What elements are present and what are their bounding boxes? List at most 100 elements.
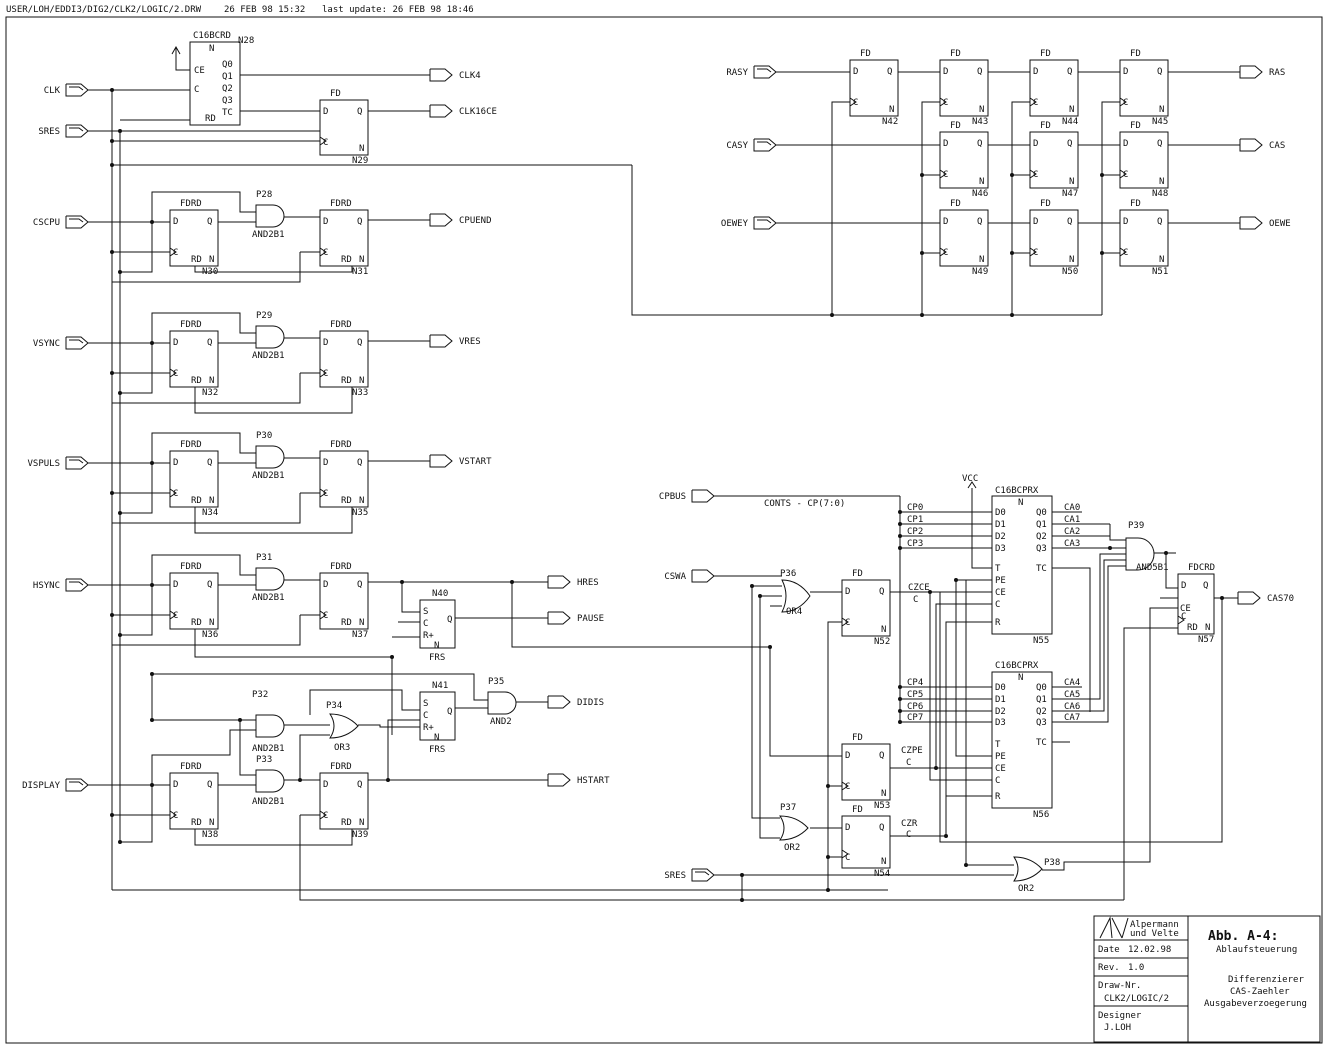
svg-text:Q: Q [977,139,982,149]
svg-text:CP0: CP0 [907,503,923,513]
n55-pins: C16BCPRX N N55 D0 D1 D2 D3 T PE CE C R Q… [995,486,1049,646]
svg-text:PE: PE [995,752,1006,762]
svg-text:N31: N31 [352,267,368,277]
svg-text:AND2B1: AND2B1 [252,797,285,807]
frs-n40 [419,599,456,649]
svg-text:OR2: OR2 [1018,884,1034,894]
svg-text:N: N [209,44,214,54]
ff-n49 [939,209,989,267]
svg-text:CLK: CLK [44,86,61,96]
svg-text:C: C [173,489,178,499]
svg-text:CP5: CP5 [907,690,923,700]
svg-text:P38: P38 [1044,858,1060,868]
bus-label: CONTS - CP(7:0) [764,499,845,509]
svg-text:PE: PE [995,576,1006,586]
svg-text:D: D [845,751,850,761]
svg-text:RD: RD [341,818,352,828]
svg-text:N47: N47 [1062,189,1078,199]
svg-text:D: D [173,338,178,348]
svg-text:OR3: OR3 [334,743,350,753]
port-out-clk4: CLK4 [429,68,481,82]
svg-text:N34: N34 [202,508,218,518]
svg-text:N: N [1069,177,1074,187]
svg-text:FD: FD [852,569,863,579]
svg-text:D: D [173,458,178,468]
svg-text:C: C [943,98,948,108]
svg-text:HSTART: HSTART [577,776,610,786]
svg-text:C: C [1123,248,1128,258]
svg-text:Q: Q [879,587,884,597]
svg-text:FD: FD [852,733,863,743]
ff-n46 [939,131,989,189]
svg-text:HRES: HRES [577,578,599,588]
svg-text:Q0: Q0 [1036,508,1047,518]
port-out-pause: PAUSE [547,611,604,625]
svg-text:N: N [979,177,984,187]
svg-text:P33: P33 [256,755,272,765]
ff-n38 [169,772,219,830]
svg-text:N: N [1159,177,1164,187]
svg-text:D0: D0 [995,508,1006,518]
svg-text:Q1: Q1 [1036,520,1047,530]
svg-text:D: D [173,580,178,590]
svg-text:FD: FD [950,199,961,209]
svg-text:N: N [881,857,886,867]
svg-text:CSCPU: CSCPU [33,218,60,228]
svg-text:N53: N53 [874,801,890,811]
svg-text:Q: Q [357,580,362,590]
svg-text:FRS: FRS [429,653,445,663]
svg-text:P29: P29 [256,311,272,321]
file-path: USER/LOH/EDDI3/DIG2/CLK2/LOGIC/2.DRW [6,5,202,15]
ff-n36 [169,572,219,630]
svg-text:AND2: AND2 [490,717,512,727]
tb-designer: J.LOH [1104,1023,1131,1033]
svg-text:FD: FD [1130,121,1141,131]
svg-text:C: C [906,758,911,768]
ff-n31 [319,209,369,267]
svg-text:N49: N49 [972,267,988,277]
svg-text:CSWA: CSWA [664,572,686,582]
svg-text:SRES: SRES [664,871,686,881]
svg-text:C: C [995,776,1000,786]
svg-text:FD: FD [1040,121,1051,131]
svg-text:D1: D1 [995,695,1006,705]
svg-text:FD: FD [330,89,341,99]
svg-text:N39: N39 [352,830,368,840]
svg-text:AND5B1: AND5B1 [1136,563,1169,573]
ff-n34 [169,450,219,508]
svg-text:N: N [359,144,364,154]
svg-text:N: N [359,818,364,828]
svg-text:N: N [359,618,364,628]
svg-text:D: D [323,107,328,117]
desc-line-1: Differenzierer [1228,975,1304,985]
svg-text:Q: Q [357,107,362,117]
svg-text:CE: CE [194,66,205,76]
svg-text:CP7: CP7 [907,713,923,723]
svg-text:RD: RD [191,618,202,628]
svg-text:RD: RD [191,496,202,506]
svg-text:CZR: CZR [901,819,918,829]
port-out-hres: HRES [547,575,599,589]
svg-text:N: N [979,105,984,115]
svg-text:Q0: Q0 [222,60,233,70]
ff-n43 [939,59,989,117]
svg-text:VSPULS: VSPULS [27,459,60,469]
counter-n28-name: N28 [238,36,254,46]
svg-text:Q0: Q0 [1036,683,1047,693]
company-name-1: Alpermann [1130,920,1179,930]
svg-text:C16BCPRX: C16BCPRX [995,661,1039,671]
svg-text:N: N [209,376,214,386]
frs-n41 [419,691,456,741]
svg-text:AND2B1: AND2B1 [252,351,285,361]
port-in-cpbus: CPBUS [659,489,715,503]
